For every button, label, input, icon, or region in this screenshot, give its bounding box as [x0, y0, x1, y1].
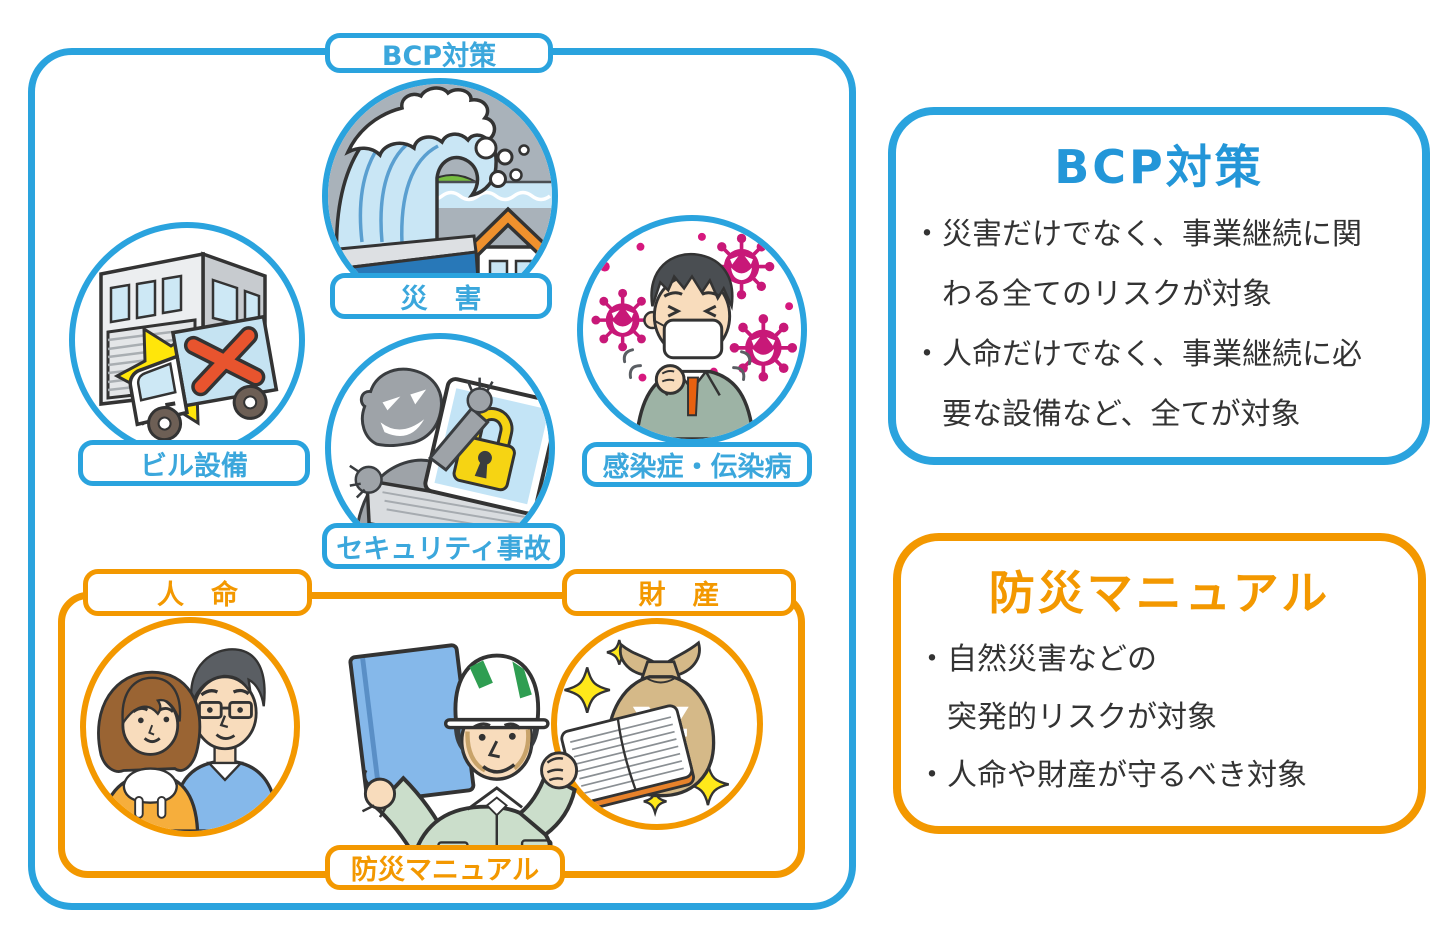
- manual-panel-title: 防災マニュアル: [988, 566, 1331, 620]
- manual-panel-line: ・自然災害などの: [917, 642, 1157, 677]
- manual-panel-body: ・自然災害などの 突発的リスクが対象 ・人命や財産が守るべき対象: [917, 631, 1406, 805]
- bcp-panel-line: ・災害だけでなく、事業継続に関: [912, 217, 1362, 252]
- manual-frame-label: 防災マニュアル: [325, 845, 565, 890]
- bcp-panel-line: 要な設備など、全てが対象: [942, 397, 1301, 432]
- manual-frame-label-text: 防災マニュアル: [350, 855, 540, 886]
- label-infection-text: 感染症・伝染病: [602, 452, 792, 483]
- manual-panel: 防災マニュアル ・自然災害などの 突発的リスクが対象 ・人命や財産が守るべき対象: [893, 533, 1426, 834]
- label-property-text: 財 産: [638, 580, 720, 611]
- label-disaster: 災 害: [330, 273, 552, 319]
- label-life-text: 人 命: [157, 580, 238, 611]
- life-node: [80, 617, 300, 837]
- label-security: セキュリティ事故: [322, 523, 565, 569]
- property-node: ¥: [551, 618, 763, 830]
- couple-illustration: [97, 648, 281, 831]
- bcp-panel: BCP対策 ・災害だけでなく、事業継続に関 わる全てのリスクが対象 ・人命だけで…: [888, 107, 1430, 465]
- masked-man-virus-illustration: [589, 231, 799, 439]
- money-bag-illustration: ¥: [560, 639, 729, 817]
- bcp-panel-body: ・災害だけでなく、事業継続に関 わる全てのリスクが対象 ・人命だけでなく、事業継…: [912, 205, 1410, 445]
- worker-figure: [306, 626, 598, 874]
- building-node: [69, 222, 305, 458]
- bcp-panel-line: わる全てのリスクが対象: [942, 277, 1272, 312]
- label-building: ビル設備: [78, 440, 310, 486]
- label-life: 人 命: [83, 569, 312, 616]
- bcp-frame-label: BCP対策: [325, 33, 553, 73]
- infection-node: [577, 215, 807, 445]
- building-truck-illustration: [99, 251, 279, 442]
- label-disaster-text: 災 害: [400, 283, 482, 315]
- label-property: 財 産: [562, 569, 796, 616]
- worker-illustration: [348, 643, 579, 874]
- manual-panel-line: ・人命や財産が守るべき対象: [917, 758, 1307, 793]
- manual-panel-line: 突発的リスクが対象: [947, 700, 1217, 735]
- label-security-text: セキュリティ事故: [336, 533, 551, 565]
- bcp-frame-label-text: BCP対策: [381, 40, 497, 72]
- bcp-panel-line: ・人命だけでなく、事業継続に必: [912, 337, 1362, 372]
- label-infection: 感染症・伝染病: [582, 442, 812, 487]
- label-building-text: ビル設備: [140, 450, 248, 482]
- bcp-panel-title: BCP対策: [1054, 140, 1264, 194]
- hacker-laptop-illustration: [349, 367, 549, 557]
